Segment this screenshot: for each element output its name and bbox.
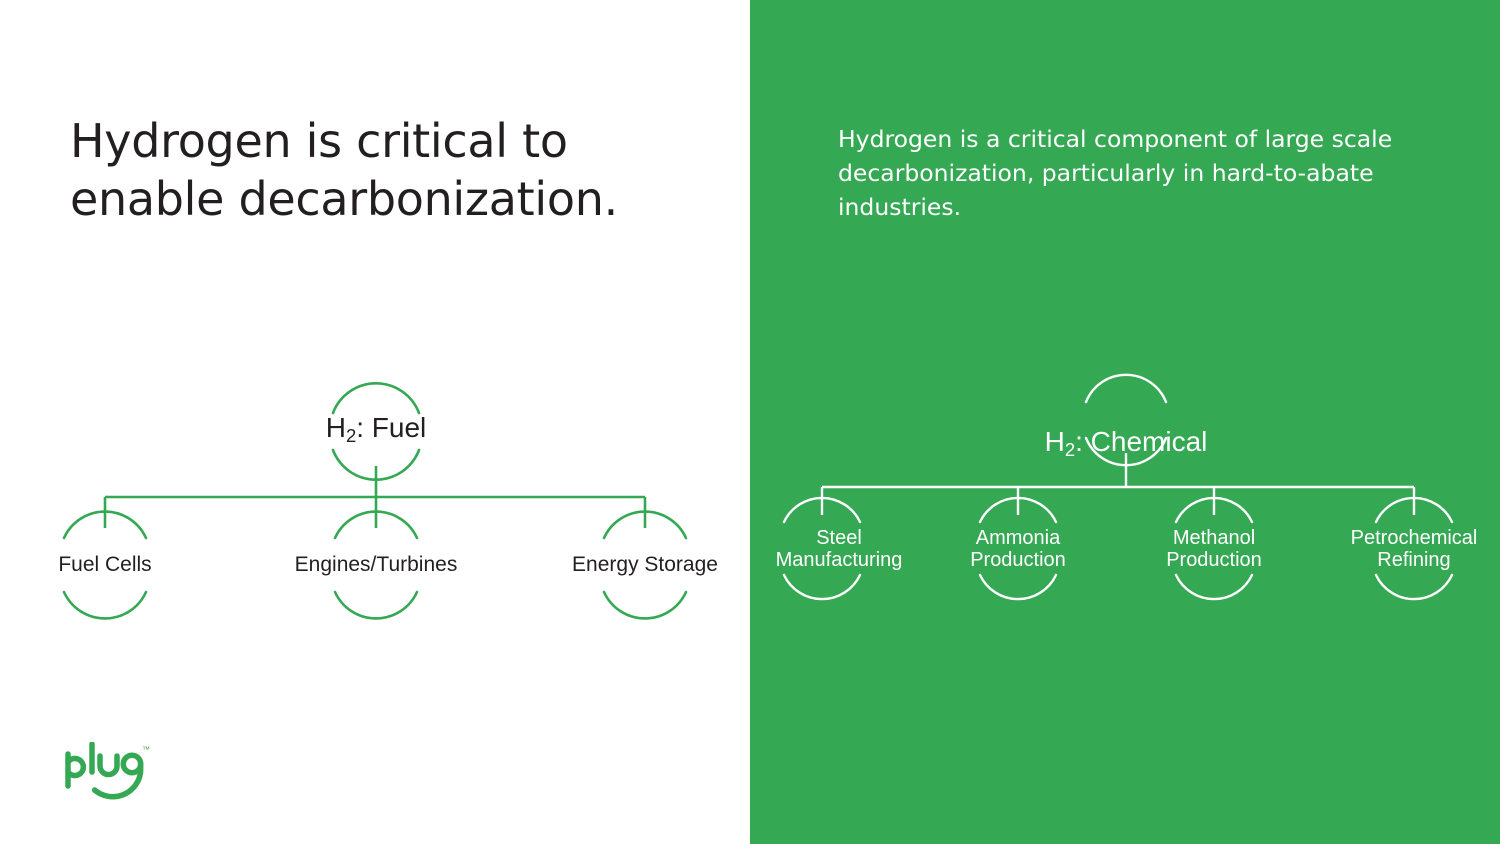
node-energy-storage-label: Energy Storage (572, 553, 718, 577)
node-methanol-production-line1: Methanol (1172, 527, 1256, 549)
node-h2-fuel-label: H2: Fuel (325, 412, 427, 446)
page-title: Hydrogen is critical to enable decarboni… (70, 114, 618, 227)
left-panel: Hydrogen is critical to enable decarboni… (0, 114, 750, 800)
node-h2-chemical-label: H2: Chemical (1044, 426, 1208, 460)
node-energy-storage: Energy Storage (535, 542, 755, 588)
node-h2-fuel: H2: Fuel (256, 392, 496, 464)
node-fuel-cells: Fuel Cells (15, 542, 195, 588)
plug-logo-icon: ™ (65, 741, 150, 800)
chemical-tree-connectors (782, 373, 1454, 601)
fuel-tree-diagram: H2: Fuel Fuel Cells Engines/Turbines Ene… (0, 340, 750, 630)
node-h2-fuel-suffix: : Fuel (356, 412, 427, 443)
node-h2-chemical: H2: Chemical (1006, 418, 1246, 466)
node-h2-chemical-suffix: : Chemical (1075, 426, 1208, 457)
node-steel-manufacturing-line2: Manufacturing (775, 549, 903, 571)
node-h2-fuel-subscript: 2 (345, 424, 357, 446)
node-ammonia-production-line2: Production (970, 549, 1066, 571)
node-ammonia-production-line1: Ammonia (975, 527, 1061, 549)
node-engines-turbines: Engines/Turbines (256, 542, 496, 588)
node-fuel-cells-label: Fuel Cells (58, 553, 152, 577)
node-h2-fuel-prefix: H (325, 412, 346, 443)
node-engines-turbines-label: Engines/Turbines (294, 553, 458, 577)
node-petrochemical-refining-line2: Refining (1377, 549, 1451, 571)
plug-logo: ™ (64, 741, 150, 800)
plug-logo-trademark: ™ (142, 745, 150, 754)
node-petrochemical-refining-line1: Petrochemical (1350, 527, 1478, 549)
node-h2-chemical-prefix: H (1044, 426, 1065, 457)
node-h2-chemical-subscript: 2 (1064, 438, 1076, 460)
node-methanol-production-line2: Production (1166, 549, 1262, 571)
intro-paragraph: Hydrogen is a critical component of larg… (838, 125, 1393, 222)
right-panel: Hydrogen is a critical component of larg… (750, 0, 1500, 844)
node-steel-manufacturing-line1: Steel (816, 527, 862, 549)
